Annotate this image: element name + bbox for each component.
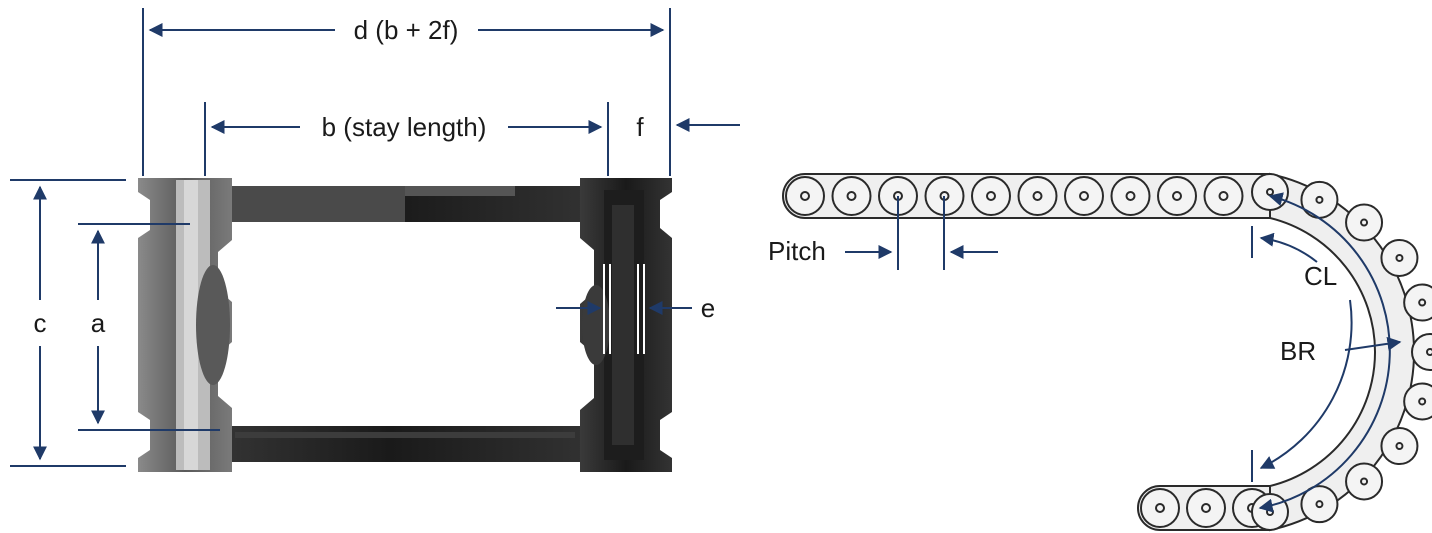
link-pin xyxy=(1426,348,1432,356)
chain-link xyxy=(1345,203,1384,242)
link-pin xyxy=(1360,477,1369,486)
chain-links xyxy=(785,173,1432,531)
bottom-stay-bar xyxy=(180,426,600,462)
link-pin xyxy=(800,191,810,201)
left-boss xyxy=(196,265,230,385)
link-pin xyxy=(1218,191,1229,201)
link-pin xyxy=(1418,298,1427,307)
chain-link xyxy=(971,176,1011,216)
chain-link xyxy=(1380,238,1419,277)
chain-link xyxy=(1186,488,1226,528)
chain-link xyxy=(1064,176,1104,216)
right-boss xyxy=(582,285,610,365)
br-arrow xyxy=(1344,336,1402,351)
left-plate-inner-strip xyxy=(184,180,198,470)
chain-link xyxy=(1140,488,1180,528)
label-b: b (stay length) xyxy=(322,112,487,142)
chain-labels: Pitch CL BR xyxy=(768,236,1337,366)
chain-link xyxy=(1017,176,1058,216)
chain-link xyxy=(1157,176,1197,216)
chain-link xyxy=(1251,173,1289,211)
label-a: a xyxy=(91,308,106,338)
link-pin xyxy=(1395,253,1404,262)
chain-link xyxy=(1345,462,1384,501)
link-pin xyxy=(1315,500,1324,509)
link-pin xyxy=(1172,191,1182,201)
link-pin xyxy=(1418,397,1427,406)
chain-link xyxy=(831,176,872,216)
chain-link xyxy=(1403,382,1432,421)
link-pin xyxy=(846,191,857,201)
link-pin xyxy=(1315,195,1324,204)
label-d: d (b + 2f) xyxy=(354,15,459,45)
chain-link xyxy=(1300,180,1339,219)
top-stay-light-segment xyxy=(200,186,405,222)
link-pin xyxy=(1125,191,1136,201)
chain-link xyxy=(1380,427,1419,466)
chain-link xyxy=(785,176,825,216)
chain-link xyxy=(1411,333,1432,371)
label-e: e xyxy=(701,293,715,323)
chain-link xyxy=(1403,283,1432,322)
link-pin xyxy=(1155,503,1165,513)
chain-side-view xyxy=(782,172,1432,532)
link-pin xyxy=(1079,191,1089,201)
right-plate-highlight xyxy=(612,205,634,445)
chain-dimension-lines xyxy=(845,192,1402,513)
dimension-lines xyxy=(10,8,740,467)
chain-link xyxy=(1251,493,1289,531)
centerline-arc xyxy=(1258,192,1391,513)
link-pin xyxy=(1032,191,1043,201)
link-pin xyxy=(986,191,996,201)
cl-arc-bottom xyxy=(1259,299,1353,469)
cl-arc-top xyxy=(1259,232,1318,263)
label-cl: CL xyxy=(1304,261,1337,291)
cross-section-figure xyxy=(138,178,672,472)
link-pin xyxy=(1360,218,1369,227)
dimension-labels: d (b + 2f) b (stay length) f c a e xyxy=(34,15,716,338)
chain-link xyxy=(1110,176,1151,216)
label-pitch: Pitch xyxy=(768,236,826,266)
chain-link xyxy=(1203,176,1244,216)
top-stay-teeth xyxy=(405,186,515,196)
label-f: f xyxy=(636,112,644,142)
bottom-stay-groove xyxy=(235,432,575,438)
chain-link xyxy=(1300,485,1339,524)
label-c: c xyxy=(34,308,47,338)
label-br: BR xyxy=(1280,336,1316,366)
link-pin xyxy=(1201,503,1211,513)
link-pin xyxy=(1395,442,1404,451)
